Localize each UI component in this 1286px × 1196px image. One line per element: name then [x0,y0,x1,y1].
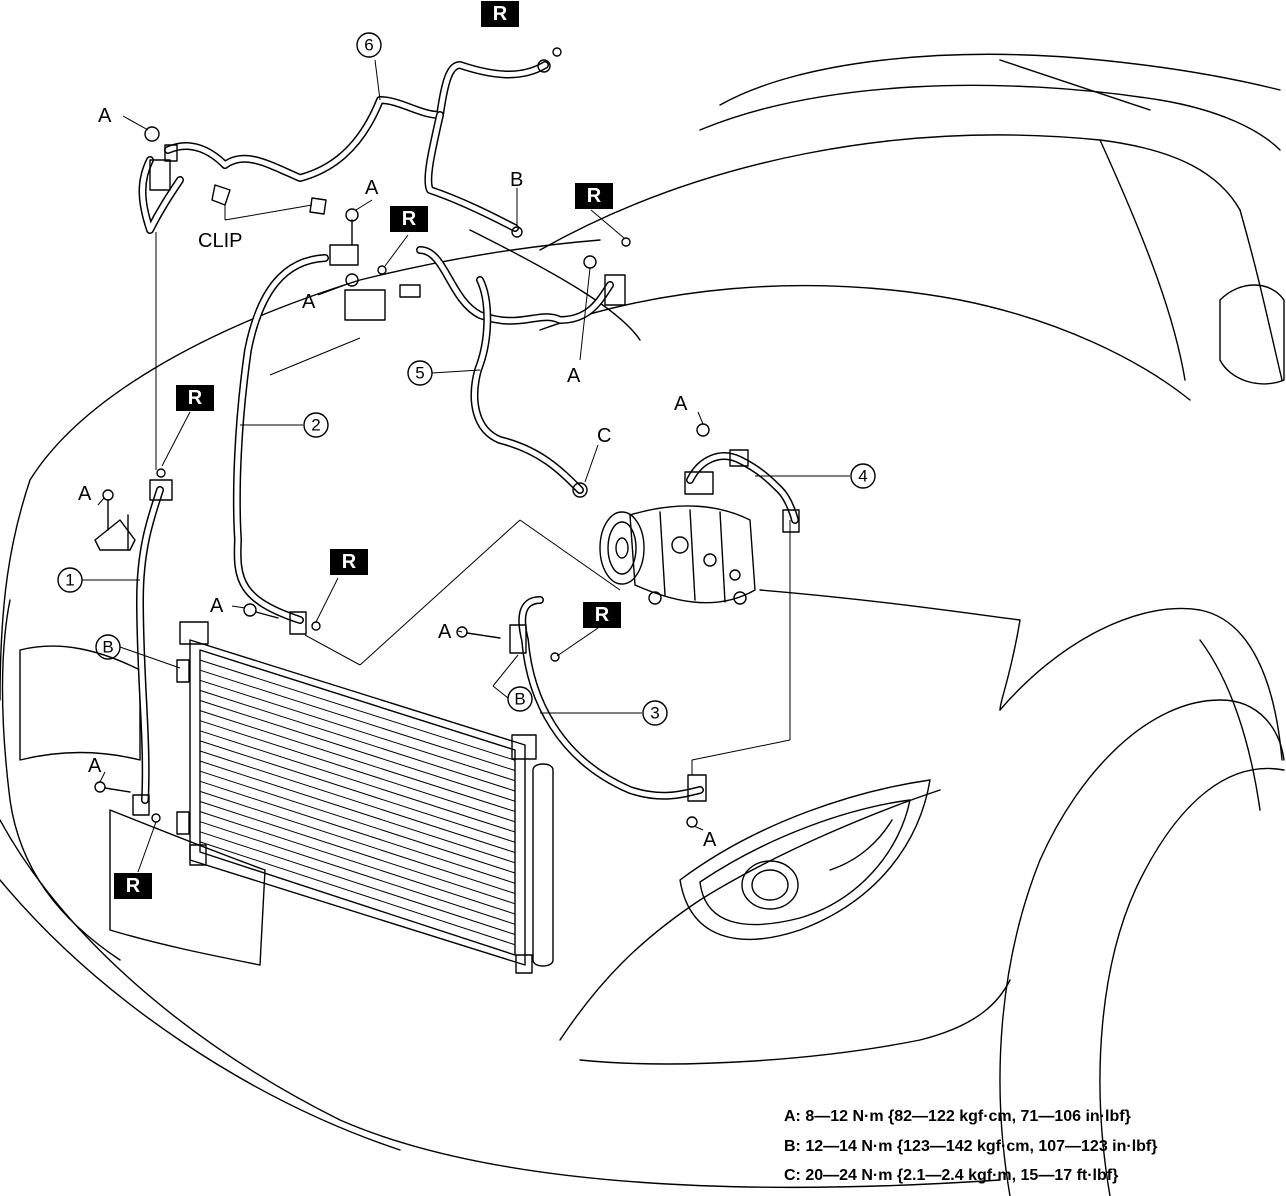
condenser-fin [199,801,516,905]
replace-badge-1-text: R [493,3,508,25]
callout-number-6: 6 [364,36,373,55]
fittings [94,47,800,828]
label-a-2: A [365,177,379,199]
callout-number-3: 3 [650,704,659,723]
label-a-7: A [210,595,224,617]
replace-badge-7-text: R [126,875,141,897]
label-a-9: A [88,755,102,777]
label-a-3: A [302,291,316,313]
condenser-fin [199,750,516,853]
label-a-4: A [567,365,581,387]
callout-number-4: 4 [858,467,867,486]
replace-badge-2-text: R [402,208,417,230]
torque-spec-a: A: 8—12 N·m {82—122 kgf·cm, 71—106 in·lb… [784,1108,1131,1125]
condenser-fin [199,811,516,915]
callout-circle-4: 4 [850,463,876,489]
replace-badge-5: R [330,549,368,575]
replace-badge-2: R [390,206,428,232]
callout-number-1: 1 [65,571,74,590]
condenser-fin [199,831,516,935]
replace-badge-5-text: R [342,551,357,573]
condenser-fin [199,689,516,792]
callout-number-5: 5 [415,364,424,383]
label-a-1: A [98,105,112,127]
label-a-5: A [674,393,688,415]
letter-labels: A A A A A A A A A A B C CLIP [78,105,717,851]
condenser-fin [199,730,516,833]
label-a-10: A [703,829,717,851]
condenser-fin [199,770,516,874]
callout-circle-6: 6 [356,32,382,58]
callout-number-2: 2 [311,416,320,435]
replace-badge-7: R [114,873,152,899]
condenser-fin [199,679,516,782]
replace-badge-6: R [583,602,621,628]
replace-badge-6-text: R [595,604,610,626]
circled-b-left: B [95,634,121,660]
condenser-fin [199,790,516,894]
replace-badge-4-text: R [188,387,203,409]
callout-circle-3: 3 [642,700,668,726]
leader-lines [82,59,850,873]
condenser-fin [199,740,516,843]
condenser-fin [199,669,516,771]
torque-spec-b: B: 12—14 N·m {123—142 kgf·cm, 107—123 in… [784,1138,1158,1155]
car-body-outline [0,53,1285,1196]
refrigerant-pipes [136,61,799,804]
condenser-fin [199,710,516,812]
callout-circle-2: 2 [303,412,329,438]
label-clip: CLIP [198,230,242,252]
letter-b-circled-right: B [514,690,525,709]
label-b-top: B [510,169,523,191]
condenser-fin [199,841,516,946]
letter-b-circled-left: B [102,638,113,657]
replace-badge-1: R [481,1,519,27]
torque-spec-c: C: 20—24 N·m {2.1—2.4 kgf·m, 15—17 ft·lb… [784,1167,1119,1184]
label-a-8: A [438,621,452,643]
condenser-fin [199,659,516,761]
condenser-fin [199,760,516,864]
replace-badge-3: R [575,183,613,209]
callout-circle-1: 1 [57,567,83,593]
label-a-6: A [78,483,92,505]
replace-badge-4: R [176,385,214,411]
label-c: C [597,425,611,447]
condenser [176,621,554,974]
condenser-fin [199,720,516,823]
callout-circle-5: 5 [407,360,433,386]
condenser-fin [199,700,516,802]
compressor [599,505,756,605]
replace-badge-3-text: R [587,185,602,207]
circled-b-right: B [507,686,533,712]
condenser-fin [199,821,516,925]
condenser-fin [199,780,516,884]
